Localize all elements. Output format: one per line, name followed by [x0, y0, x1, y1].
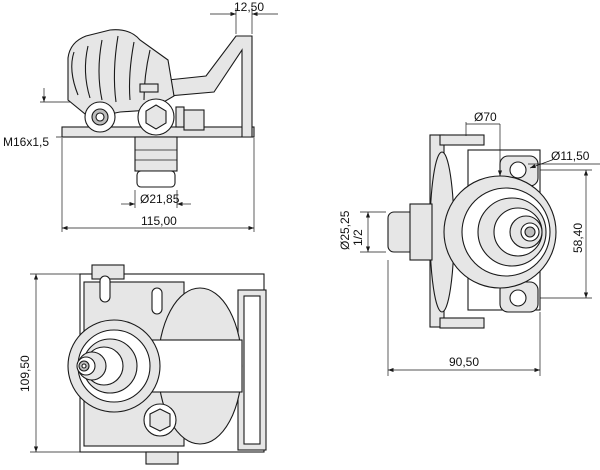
dim-port-thread: 1/2: [351, 229, 365, 246]
bracket-arm: [167, 35, 253, 138]
dim-top-width: 12,50: [234, 0, 264, 14]
dim-side-width: 90,50: [449, 355, 479, 369]
dim-hole-diameter: Ø11,50: [551, 149, 590, 163]
dim-thread: M16x1,5: [3, 135, 49, 149]
side-view: Ø70 Ø11,50 Ø25,25 1/2 58,40 90,50: [338, 110, 600, 376]
dim-flange-diameter: Ø70: [474, 110, 497, 124]
spigot: [134, 136, 178, 172]
dim-port-diameter: Ø25,25: [338, 210, 352, 250]
bottom-hole: [509, 289, 527, 307]
horizontal-tube: [149, 339, 243, 393]
dim-height: 109,50: [18, 355, 32, 392]
dim-overall-width: 115,00: [141, 214, 177, 228]
slot: [99, 275, 111, 303]
top-view: 12,50 M16x1,5 Ø21,85 115,00: [3, 0, 278, 232]
front-view: 109,50: [18, 264, 267, 465]
dim-hole-spacing: 58,40: [571, 223, 585, 253]
dim-pin-diameter: Ø21,85: [140, 192, 180, 206]
top-hole: [509, 161, 527, 179]
filter-housing: [67, 29, 175, 119]
bottom-port: [145, 451, 179, 465]
cap-nut: [139, 83, 159, 93]
